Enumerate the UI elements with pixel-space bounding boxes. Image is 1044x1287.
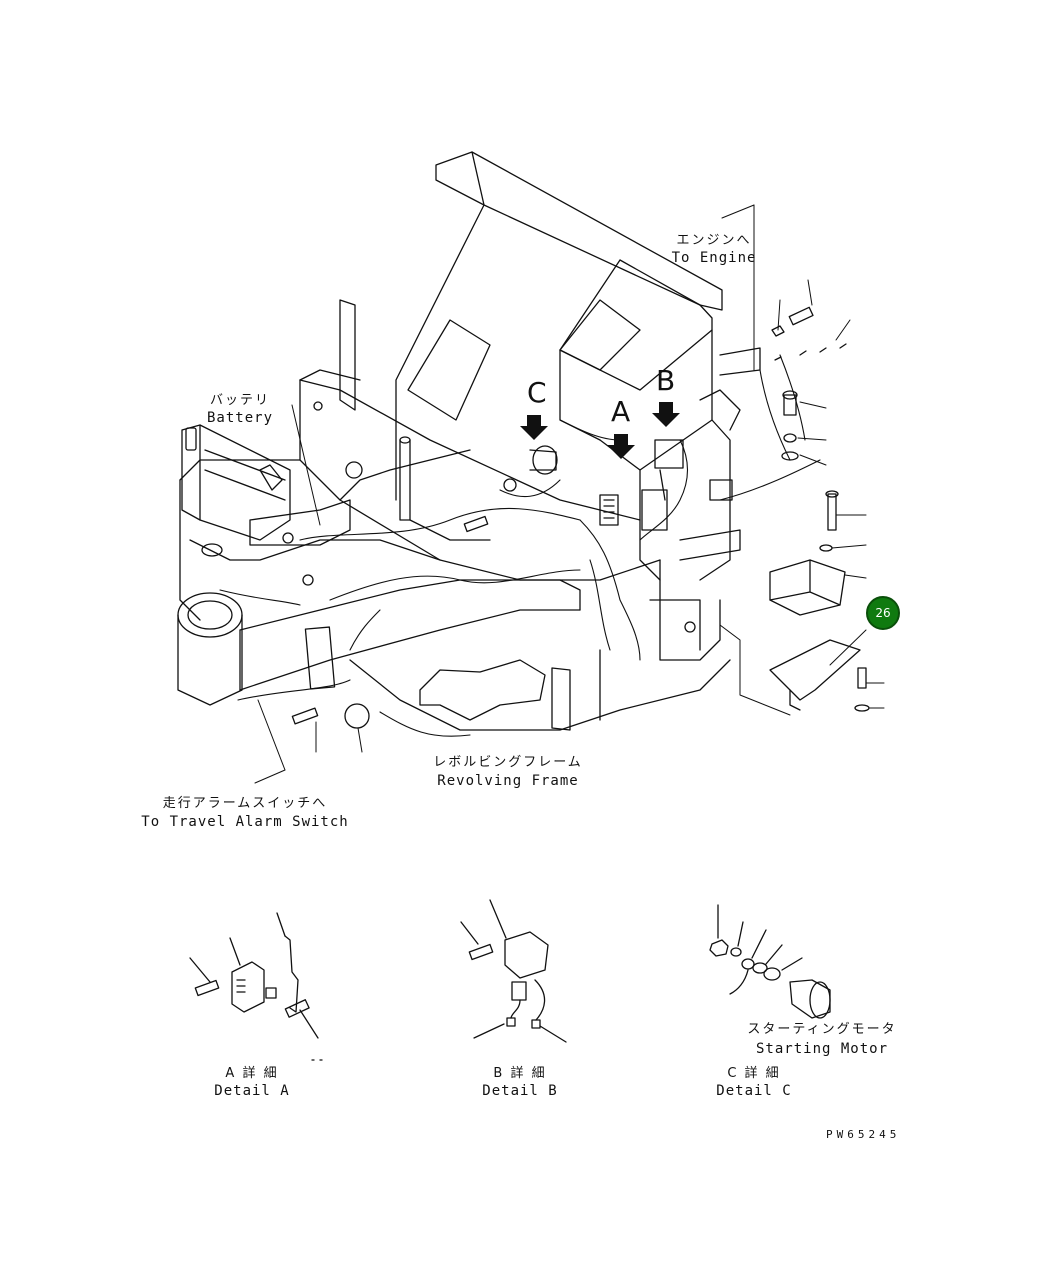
- alarm-label-jp: 走行アラームスイッチへ: [162, 796, 328, 811]
- drawing-code: PW65245: [826, 1128, 901, 1141]
- battery-label-en: Battery: [206, 410, 274, 426]
- view-arrows: [520, 402, 680, 459]
- detail-a-title-jp: A 詳 細: [225, 1066, 279, 1081]
- detail-a-title-en: Detail A: [214, 1083, 290, 1099]
- revolving-frame: [180, 300, 730, 730]
- leader-lines: [255, 205, 884, 783]
- engine-label-en: To Engine: [671, 250, 757, 266]
- frame-bolts: [292, 402, 695, 728]
- starter-on-frame: [504, 446, 557, 491]
- detail-b-drawing: [461, 900, 566, 1042]
- detail-c-title-jp: C 詳 細: [727, 1066, 781, 1081]
- controller-bracket: [770, 491, 869, 711]
- detail-b-title-en: Detail B: [482, 1083, 558, 1099]
- detail-b-title-jp: B 詳 細: [493, 1066, 547, 1081]
- motor-label-jp: スターティングモータ: [747, 1022, 897, 1037]
- alarm-label-en: To Travel Alarm Switch: [141, 814, 349, 830]
- motor-label-en: Starting Motor: [755, 1041, 889, 1057]
- relay-b: [655, 440, 683, 500]
- right-housing: [600, 348, 760, 660]
- relay-a: [600, 490, 667, 530]
- part-callout-26[interactable]: 26: [866, 596, 900, 630]
- battery-label-jp: バッテリ: [209, 393, 271, 408]
- battery: [182, 425, 350, 556]
- frame-label-en: Revolving Frame: [437, 773, 579, 789]
- view-c-letter: C: [527, 376, 547, 409]
- frame-label-jp: レボルビングフレーム: [433, 755, 583, 770]
- detail-c-drawing: [710, 905, 830, 1018]
- view-a-letter: A: [611, 395, 631, 428]
- hood-panel: [396, 152, 722, 500]
- swing-cylinder: [178, 593, 242, 705]
- engine-connectors: [772, 307, 846, 460]
- engine-label-jp: エンジンへ: [676, 233, 752, 248]
- view-b-letter: B: [656, 364, 676, 397]
- detail-c-title-en: Detail C: [716, 1083, 792, 1099]
- detail-a-drawing: [190, 913, 326, 1060]
